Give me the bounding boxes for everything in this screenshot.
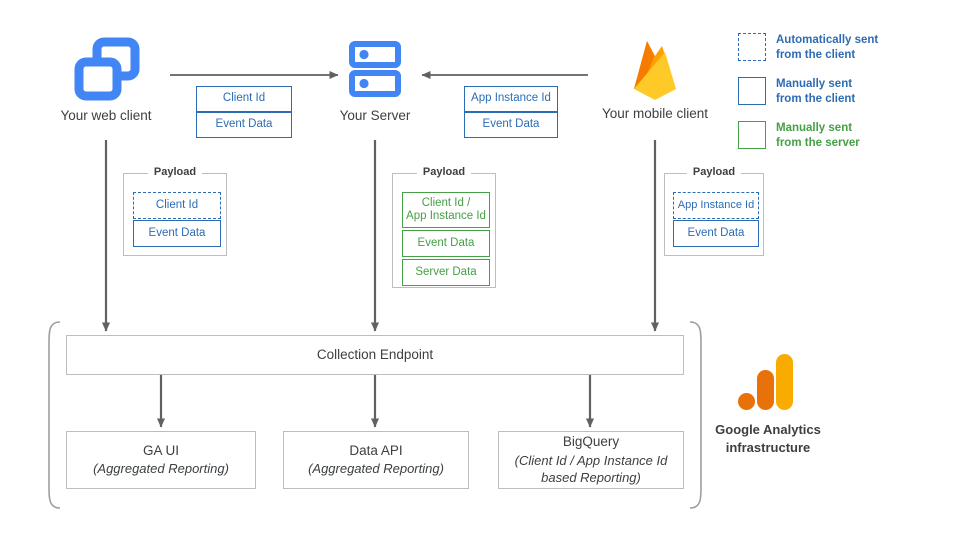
server-racks-icon (349, 41, 401, 97)
ga-infrastructure-caption: Google Analytics infrastructure (706, 421, 830, 456)
legend-auto-client-line1: Automatically sent (776, 34, 879, 46)
node-server: Your Server (312, 36, 438, 123)
output-bigquery-subtitle: (Client Id / App Instance Id (514, 452, 668, 468)
payload-mobile-title: Payload (686, 166, 742, 178)
output-ga-ui-subtitle: (Aggregated Reporting) (93, 461, 229, 477)
infrastructure-bracket-right (689, 321, 702, 509)
legend-item-auto-client: Automatically sent from the client (738, 33, 953, 63)
mobile-client-label: Your mobile client (601, 106, 709, 121)
output-bigquery-subtitle-line2: based Reporting) (541, 470, 641, 486)
legend-manual-server-line1: Manually sent (776, 121, 853, 134)
legend-swatch-solid-green (738, 120, 766, 149)
chip-mobile-event-data: Event Data (464, 112, 558, 138)
legend-auto-client-line2: from the client (776, 48, 856, 61)
firebase-flame-icon (634, 41, 676, 100)
output-bigquery-title: BigQuery (562, 434, 620, 450)
payload-web-item-client-id: Client Id (133, 192, 221, 219)
output-data-api-subtitle: (Aggregated Reporting) (308, 461, 444, 477)
output-box-ga-ui: GA UI (Aggregated Reporting) (66, 431, 256, 489)
legend: Automatically sent from the client Manua… (738, 33, 953, 151)
payload-mobile-item-app-instance-id: App Instance Id (673, 192, 759, 219)
legend-manual-server-line2: from the server (776, 136, 860, 149)
payload-mobile-item-event-data: Event Data (673, 220, 759, 247)
server-label: Your Server (339, 108, 411, 123)
browser-windows-icon (74, 37, 140, 101)
infrastructure-bracket-left (48, 321, 61, 509)
legend-swatch-solid-blue (738, 76, 766, 105)
payload-web: Payload Client Id Event Data (123, 166, 227, 256)
legend-manual-client-line1: Manually sent (776, 77, 853, 90)
payload-web-title: Payload (147, 166, 203, 178)
collection-endpoint-box: Collection Endpoint (66, 335, 684, 375)
payload-server-ids-line2: App Instance Id (406, 210, 486, 222)
legend-swatch-dashed-blue (738, 33, 766, 61)
payload-server: Payload Client Id / App Instance Id Even… (392, 166, 496, 288)
output-box-bigquery: BigQuery (Client Id / App Instance Id ba… (498, 431, 684, 489)
collection-endpoint-label: Collection Endpoint (316, 346, 434, 362)
chip-web-event-data: Event Data (196, 112, 292, 138)
payload-server-item-ids: Client Id / App Instance Id (402, 192, 490, 228)
output-box-data-api: Data API (Aggregated Reporting) (283, 431, 469, 489)
legend-text-manual-server: Manually sent from the server (776, 121, 860, 151)
payload-server-item-server-data: Server Data (402, 259, 490, 286)
legend-text-auto-client: Automatically sent from the client (776, 33, 878, 63)
payload-server-ids-line1: Client Id / (421, 196, 471, 209)
output-data-api-title: Data API (349, 443, 403, 459)
ga-caption-line2: infrastructure (725, 439, 811, 455)
node-web-client: Your web client (40, 36, 172, 123)
payload-web-item-event-data: Event Data (133, 220, 221, 247)
payload-server-item-event-data: Event Data (402, 230, 490, 257)
payload-server-title: Payload (416, 166, 472, 178)
ga-caption-line1: Google Analytics (715, 422, 821, 437)
node-mobile-client: Your mobile client (584, 34, 726, 121)
google-analytics-logo-icon (738, 354, 793, 410)
legend-item-manual-client: Manually sent from the client (738, 76, 953, 107)
legend-manual-client-line2: from the client (776, 92, 856, 105)
output-ga-ui-title: GA UI (142, 443, 179, 459)
chip-web-client-id: Client Id (196, 86, 292, 112)
legend-text-manual-client: Manually sent from the client (776, 77, 855, 107)
web-client-label: Your web client (60, 108, 152, 123)
payload-mobile: Payload App Instance Id Event Data (664, 166, 764, 256)
chip-mobile-app-instance-id: App Instance Id (464, 86, 558, 112)
legend-item-manual-server: Manually sent from the server (738, 120, 953, 151)
google-analytics-infrastructure: Google Analytics infrastructure (706, 352, 830, 456)
